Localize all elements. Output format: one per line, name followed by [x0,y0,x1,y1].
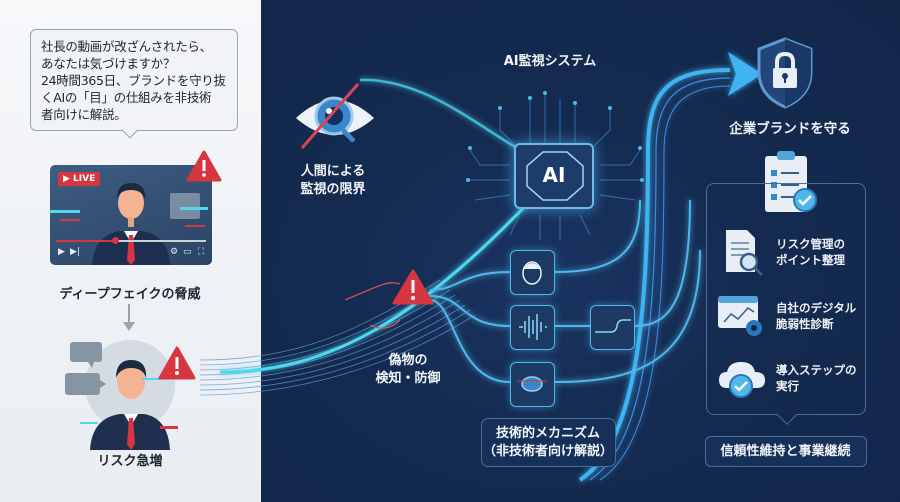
warning-icon [392,269,434,305]
item-3-line-1: 導入ステップの [776,363,857,377]
intro-line-2: あなたは気づけますか？ [41,56,176,71]
mechanism-title: 技術的メカニズム [495,426,600,441]
face-recognition-box [510,250,555,295]
signal-curve-icon [595,319,631,333]
live-badge: ▶ LIVE [58,172,101,186]
detect-defend-label: 偽物の 検知・防御 [368,352,448,388]
settings-icon[interactable]: ⚙ [170,247,179,257]
face-recognition-icon [522,261,542,285]
mechanism-subtitle: （非技術者向け解説） [482,444,613,459]
item-risk-management: リスク管理の ポイント整理 [776,236,845,268]
item-vulnerability-diagnosis: 自社のデジタル 脆弱性診断 [776,300,856,332]
progress-fill [56,240,113,242]
item-3-line-2: 実行 [776,379,799,393]
warning-icon [186,150,222,182]
next-icon[interactable]: ▶| [70,247,80,257]
play-icon[interactable]: ▶ [58,247,65,257]
item-1-line-1: リスク管理の [776,237,845,251]
item-2-line-1: 自社のデジタル [776,301,857,315]
motion-analysis-box [510,362,555,407]
technical-mechanism-box: 技術的メカニズム （非技術者向け解説） [481,418,616,467]
eye-crossed-magnifier-icon [296,83,374,149]
shield-lock-icon [757,37,813,109]
down-arrow-icon [123,304,135,331]
detect-line-1: 偽物の [388,353,428,368]
intro-line-3: 24時間365日、ブランドを守り抜 [41,73,226,88]
motion-analysis-icon [517,376,547,392]
intro-line-1: 社長の動画が改ざんされたら、 [41,39,212,54]
browser-gear-icon [718,296,762,336]
ai-system-title: AI監視システム [503,54,597,69]
human-limit-line-2: 監視の限界 [300,182,366,197]
risk-surge-label: リスク急増 [97,454,163,469]
theater-mode-icon[interactable]: ▭ [183,247,192,257]
ai-chip: AI [514,143,594,209]
intro-speech-bubble: 社長の動画が改ざんされたら、 あなたは気づけますか？ 24時間365日、ブランド… [30,29,238,131]
intro-line-4: くAIの「目」の仕組みを非技術 [41,90,212,105]
fullscreen-icon[interactable]: ⛶ [198,247,205,257]
video-progress-bar[interactable] [56,237,206,244]
item-implementation-steps: 導入ステップの 実行 [776,362,857,394]
deepfake-threat-label: ディープフェイクの脅威 [59,287,201,302]
signal-analysis-box [590,305,635,350]
progress-knob[interactable] [111,237,119,244]
risk-person-illustration [65,340,178,450]
chip-ai-label: AI [542,163,566,187]
left-panel: 社長の動画が改ざんされたら、 あなたは気づけますか？ 24時間365日、ブランド… [0,0,261,502]
trust-continuity-label: 信頼性維持と事業継続 [720,444,851,459]
protect-brand-label: 企業ブランドを守る [729,121,851,137]
chip-octagon-icon [526,151,584,201]
detect-line-2: 検知・防御 [375,371,441,386]
intro-line-5: 者向けに解説。 [41,107,127,122]
audio-waveform-icon [519,314,547,340]
trust-continuity-box: 信頼性維持と事業継続 [705,436,867,467]
warning-icon [158,346,196,380]
human-limit-label: 人間による 監視の限界 [288,163,378,199]
cloud-check-icon [719,362,765,398]
human-limit-line-1: 人間による [300,164,366,179]
item-2-line-2: 脆弱性診断 [776,317,834,331]
item-1-line-2: ポイント整理 [776,253,845,267]
deepfake-video-player: ▶ LIVE ▶ ▶| ⚙ ▭ ⛶ [50,165,212,265]
audio-analysis-box [510,305,555,350]
clipboard-checklist-icon [765,151,817,212]
document-search-icon [726,230,764,276]
